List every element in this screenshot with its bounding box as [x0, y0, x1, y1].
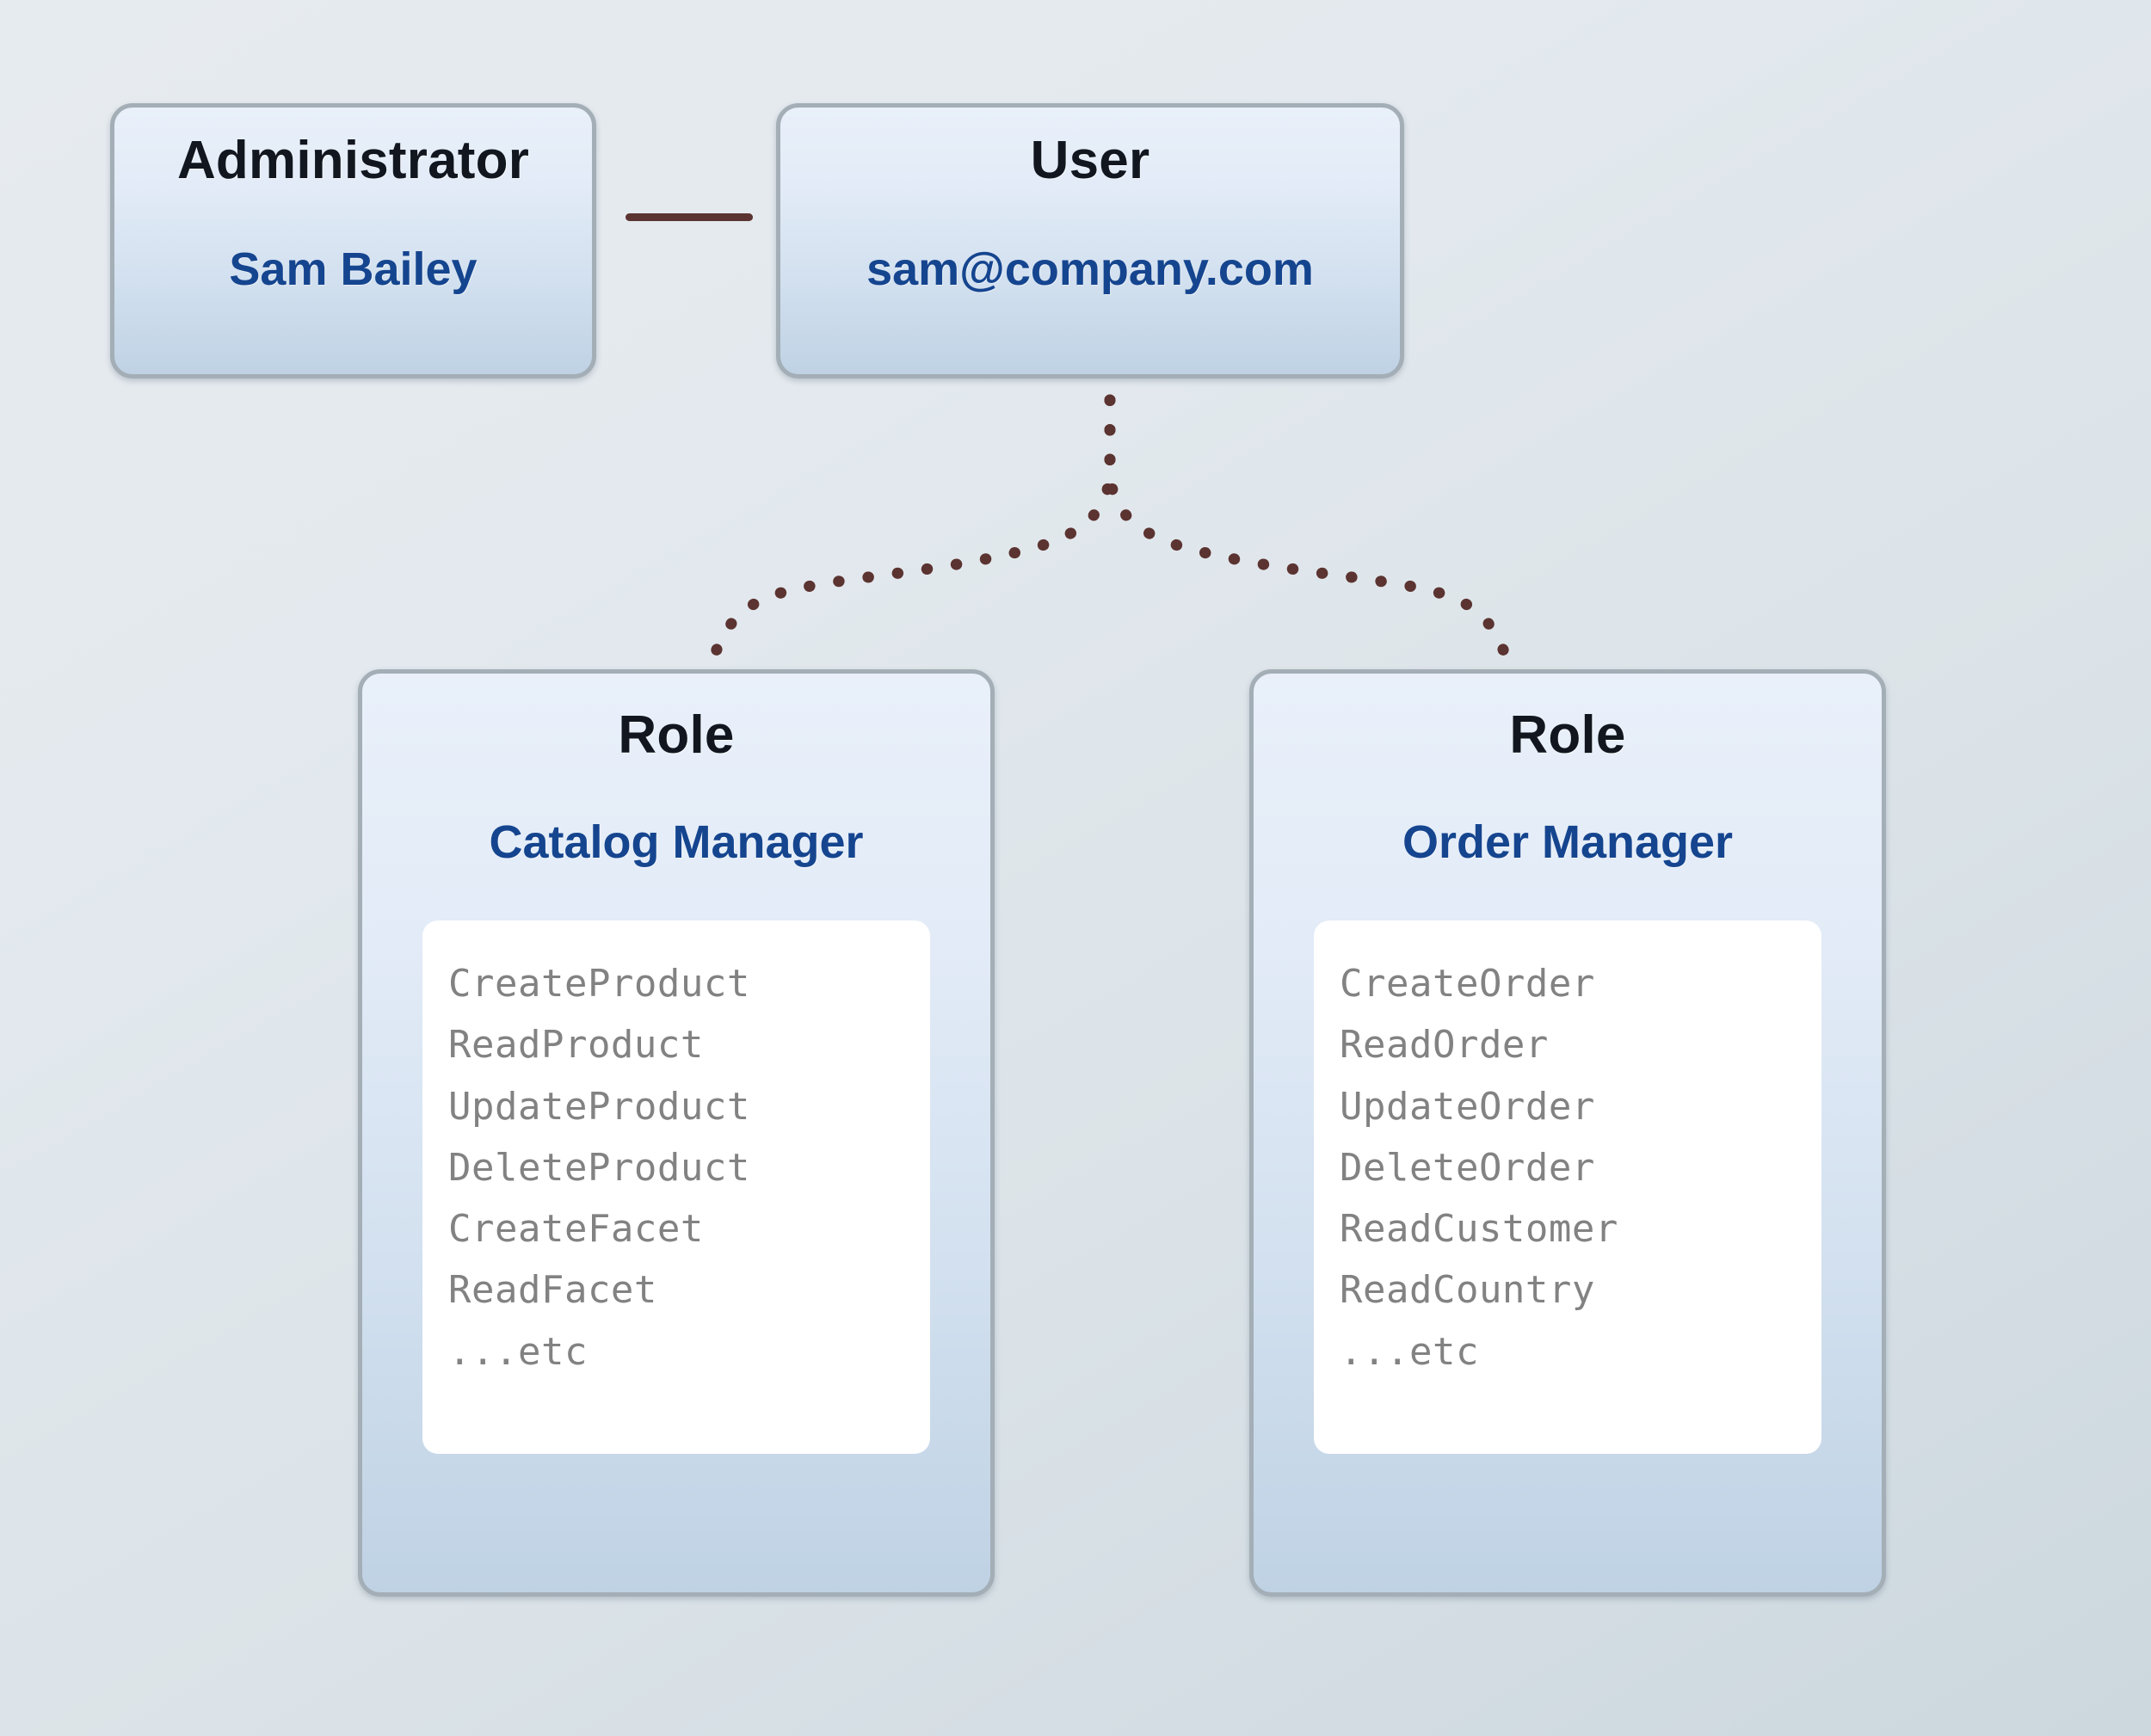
permission-item: DeleteProduct: [448, 1145, 750, 1190]
permission-item: UpdateOrder: [1340, 1084, 1595, 1129]
role-node-catalog-manager[interactable]: Role Catalog Manager CreateProduct ReadP…: [358, 669, 995, 1597]
user-value-label: sam@company.com: [866, 243, 1314, 295]
permission-item: ReadProduct: [448, 1023, 704, 1068]
permission-item: CreateFacet: [448, 1207, 704, 1252]
connector-user-to-order-manager: [1104, 394, 1513, 673]
administrator-value-label: Sam Bailey: [229, 243, 478, 295]
permission-list: CreateProduct ReadProduct UpdateProduct …: [422, 920, 930, 1454]
permission-item: CreateOrder: [1340, 962, 1595, 1006]
permission-list: CreateOrder ReadOrder UpdateOrder Delete…: [1314, 920, 1821, 1454]
user-type-label: User: [1030, 131, 1150, 190]
permission-item: ReadCustomer: [1340, 1207, 1618, 1252]
permission-item: ReadFacet: [448, 1268, 657, 1313]
administrator-node[interactable]: Administrator Sam Bailey: [110, 103, 596, 379]
permission-item: ReadOrder: [1340, 1023, 1549, 1068]
role-type-label: Role: [618, 705, 735, 765]
permission-item: CreateProduct: [448, 962, 750, 1006]
permission-item: UpdateProduct: [448, 1084, 750, 1129]
role-value-label: Catalog Manager: [489, 816, 864, 868]
permission-item: ...etc: [448, 1329, 588, 1374]
connector-user-to-catalog-manager: [706, 394, 1116, 673]
connector-administrator-to-user: [626, 213, 753, 221]
user-node[interactable]: User sam@company.com: [776, 103, 1404, 379]
role-node-order-manager[interactable]: Role Order Manager CreateOrder ReadOrder…: [1249, 669, 1886, 1597]
permission-item: DeleteOrder: [1340, 1145, 1595, 1190]
role-type-label: Role: [1509, 705, 1626, 765]
administrator-type-label: Administrator: [176, 131, 530, 190]
permission-item: ...etc: [1340, 1329, 1479, 1374]
permission-item: ReadCountry: [1340, 1268, 1595, 1313]
role-value-label: Order Manager: [1402, 816, 1734, 868]
